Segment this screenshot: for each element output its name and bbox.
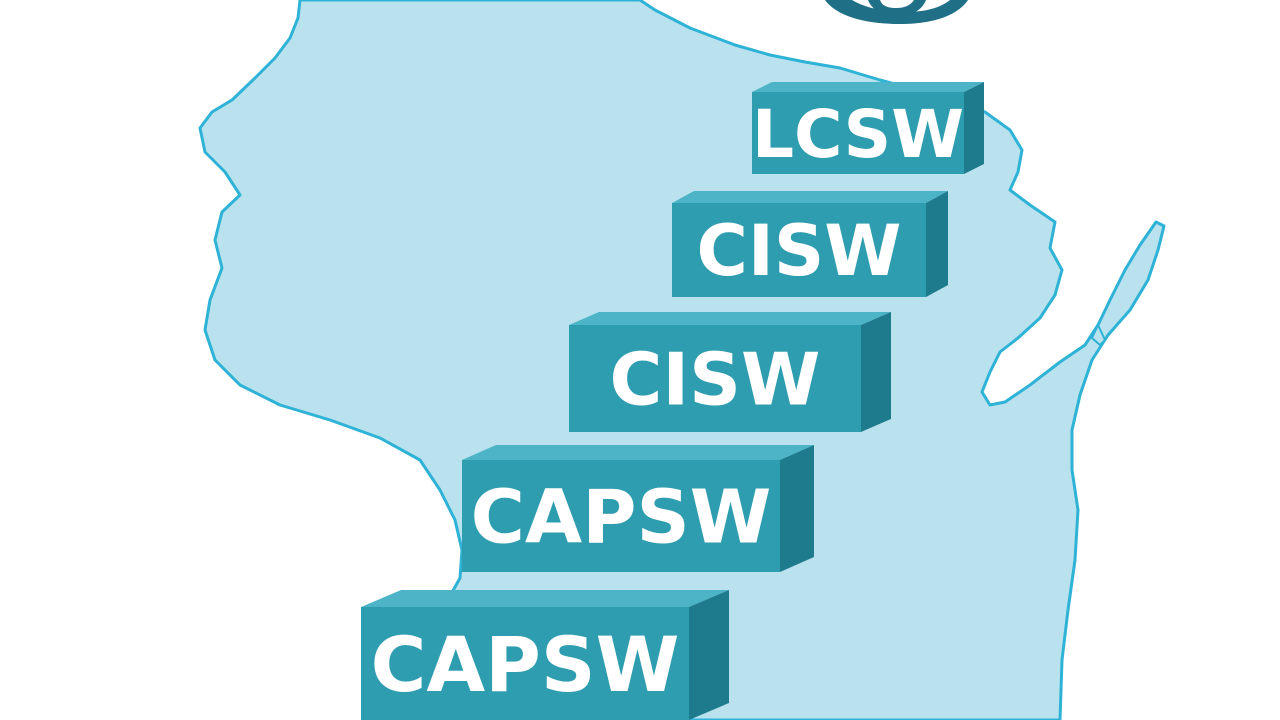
step-label: CISW — [696, 210, 901, 292]
step-block: LCSW — [752, 82, 984, 174]
step-side-face — [926, 191, 948, 297]
logo-figure-shape — [868, 0, 926, 16]
step-block: CAPSW — [361, 590, 729, 720]
step-label: CAPSW — [471, 475, 772, 561]
step-block: CAPSW — [462, 445, 814, 572]
step-block: CISW — [672, 191, 948, 297]
step-front-face — [569, 325, 861, 432]
step-side-face — [861, 312, 891, 432]
logo-emblem — [825, 0, 968, 24]
step-label: LCSW — [752, 96, 964, 173]
step-block: CISW — [569, 312, 891, 432]
step-front-face — [672, 203, 926, 297]
step-side-face — [964, 82, 984, 174]
step-top-face — [752, 82, 984, 92]
step-front-face — [361, 607, 689, 720]
step-top-face — [672, 191, 948, 203]
step-top-face — [462, 445, 814, 460]
step-label: CAPSW — [371, 620, 680, 709]
license-steps: LCSW CISW CISW CAPSW CAPSW — [361, 82, 984, 720]
step-side-face — [689, 590, 729, 720]
step-side-face — [780, 445, 814, 572]
step-top-face — [569, 312, 891, 325]
step-front-face — [462, 460, 780, 572]
step-top-face — [361, 590, 729, 607]
step-front-face — [752, 92, 964, 174]
green-bay-shoreline — [1090, 322, 1107, 347]
step-label: CISW — [610, 337, 821, 421]
